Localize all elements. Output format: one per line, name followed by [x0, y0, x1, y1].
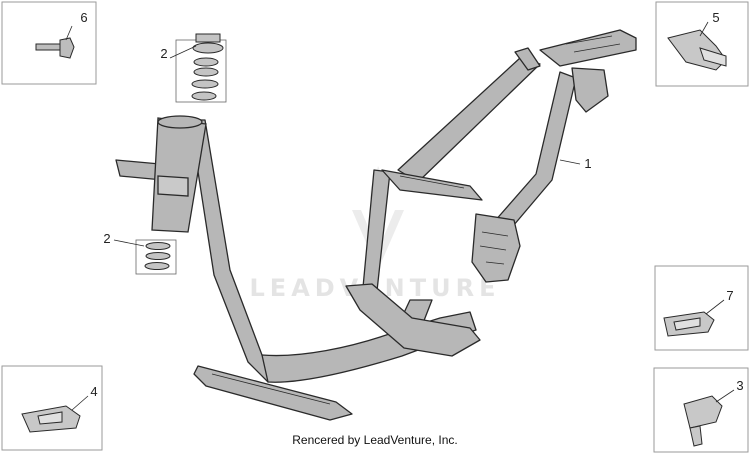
inset-box-7 — [654, 265, 749, 351]
scooter-frame — [115, 29, 637, 421]
callout-1: 1 — [584, 156, 591, 171]
clip-part-3 — [683, 395, 723, 447]
callout-6: 6 — [80, 10, 87, 25]
callout-2-upper: 2 — [160, 46, 167, 61]
clip-part-4 — [21, 405, 81, 433]
bearing-stack-lower — [135, 239, 177, 275]
callout-3: 3 — [736, 378, 743, 393]
steering-head — [151, 115, 207, 233]
bearing-stack-upper — [175, 33, 227, 103]
credit-text: Rencered by LeadVenture, Inc. — [292, 433, 458, 447]
callout-7: 7 — [726, 288, 733, 303]
callout-5: 5 — [712, 10, 719, 25]
clip-part-7 — [663, 311, 715, 337]
inset-box-6 — [1, 1, 97, 85]
callout-2-lower: 2 — [103, 231, 110, 246]
inset-box-4 — [1, 365, 103, 451]
leader-lines — [65, 21, 735, 411]
bolt-part-6 — [35, 37, 75, 59]
callout-4: 4 — [90, 384, 97, 399]
clip-part-5 — [667, 29, 727, 71]
inset-box-5 — [655, 1, 749, 87]
inset-box-3 — [653, 367, 749, 453]
